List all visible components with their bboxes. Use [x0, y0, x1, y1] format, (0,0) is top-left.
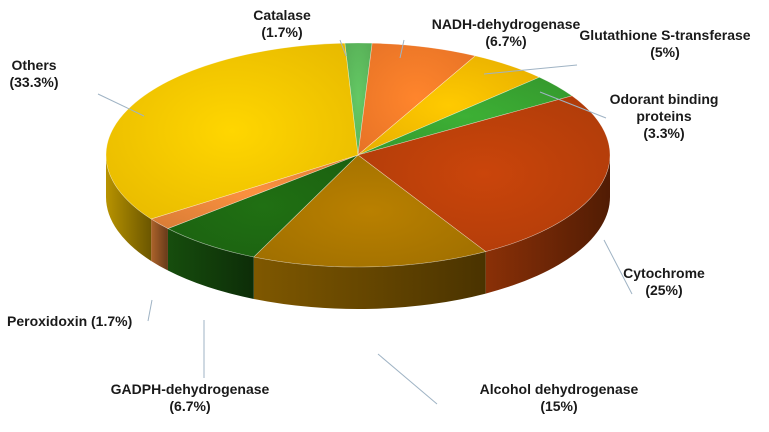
- slice-label-others-line-2: (33.3%): [9, 74, 58, 90]
- leader-line-alcohol-dehydrogenase: [377, 353, 438, 405]
- slice-label-odorant-binding-proteins-line-2: proteins: [636, 108, 691, 124]
- slice-label-glutathione-s-transferase-line-2: (5%): [650, 44, 680, 60]
- pie-side-cytochrome: [485, 155, 610, 294]
- leader-line-cytochrome: [603, 239, 633, 295]
- pie-slice-gadph-dehydrogenase: [167, 154, 359, 258]
- leader-line-glutathione-s-transferase: [483, 64, 578, 75]
- pie-side-peroxidoxin: [151, 218, 168, 271]
- pie-slice-alcohol-dehydrogenase: [253, 154, 487, 268]
- pie-slice-nadh-dehydrogenase: [357, 42, 476, 156]
- leader-lines: [97, 39, 633, 405]
- leader-line-catalase: [339, 39, 347, 57]
- slice-label-gadph-dehydrogenase-line-2: (6.7%): [169, 398, 210, 414]
- slice-label-cytochrome-line-2: (25%): [645, 282, 682, 298]
- slice-label-catalase-line-2: (1.7%): [261, 24, 302, 40]
- pie-side-walls: [106, 155, 610, 309]
- slice-label-nadh-dehydrogenase-line-1: NADH-dehydrogenase: [432, 16, 581, 32]
- slice-label-gadph-dehydrogenase-line-1: GADPH-dehydrogenase: [111, 381, 270, 397]
- pie-slice-cytochrome: [357, 95, 611, 252]
- slice-label-nadh-dehydrogenase-line-2: (6.7%): [485, 33, 526, 49]
- leader-line-odorant-binding-proteins: [539, 91, 607, 119]
- slice-labels: Catalase(1.7%)NADH-dehydrogenase(6.7%)Gl…: [7, 7, 751, 414]
- slice-label-glutathione-s-transferase-line-1: Glutathione S-transferase: [579, 27, 750, 43]
- slice-label-alcohol-dehydrogenase-line-1: Alcohol dehydrogenase: [480, 381, 639, 397]
- leader-line-others: [97, 93, 145, 117]
- pie-side-others: [106, 155, 152, 261]
- pie-side-alcohol-dehydrogenase: [253, 251, 486, 309]
- slice-label-others-line-1: Others: [11, 57, 56, 73]
- slice-label-odorant-binding-proteins-line-3: (3.3%): [643, 125, 684, 141]
- slice-label-catalase-line-1: Catalase: [253, 7, 311, 23]
- slice-label-alcohol-dehydrogenase-line-2: (15%): [540, 398, 577, 414]
- pie-top-faces: [105, 42, 611, 268]
- leader-line-nadh-dehydrogenase: [399, 39, 405, 59]
- slice-label-peroxidoxin-line-1: Peroxidoxin (1.7%): [7, 313, 132, 329]
- slice-label-odorant-binding-proteins-line-1: Odorant binding: [610, 91, 719, 107]
- slice-label-cytochrome-line-1: Cytochrome: [623, 265, 705, 281]
- pie-side-gadph-dehydrogenase: [167, 228, 254, 299]
- pie-slice-others: [105, 42, 359, 220]
- leader-line-peroxidoxin: [147, 299, 153, 322]
